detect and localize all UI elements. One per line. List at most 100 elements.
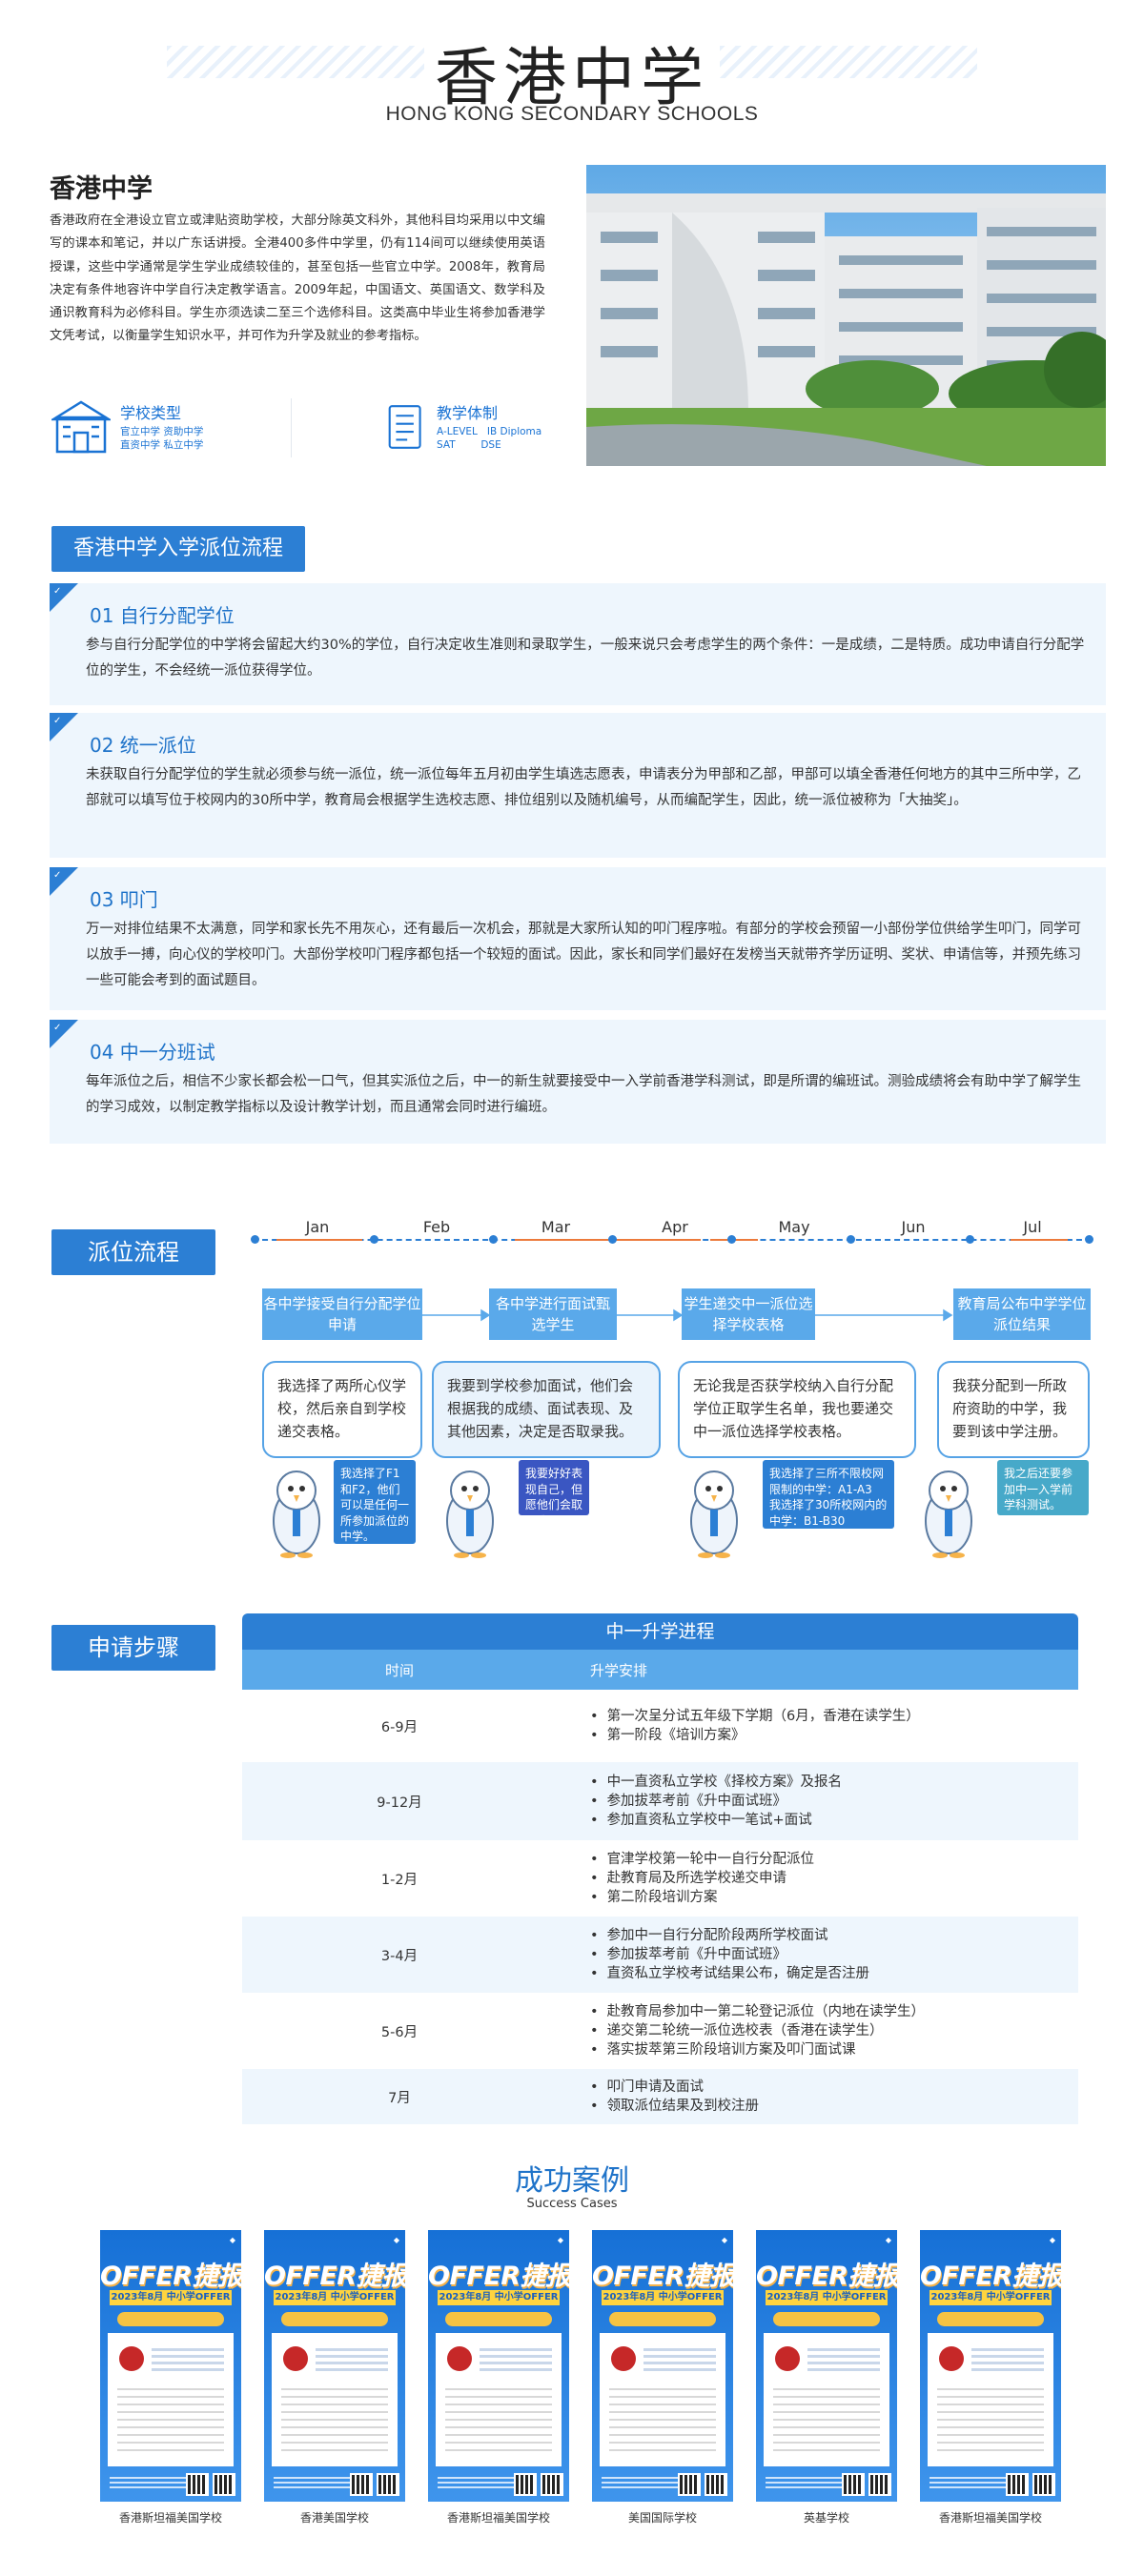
table-row: 5-6月 赴教育局参加中一第二轮登记派位（内地在读学生） 递交第二轮统一派位选校…	[242, 1993, 1078, 2069]
allocation-stage: 各中学进行面试甄选学生	[489, 1288, 617, 1340]
col-plan-header: 升学安排	[590, 1662, 648, 1679]
school-type-values: 官立中学 资助中学 直资中学 私立中学	[120, 426, 204, 451]
poster-school-name: 香港斯坦福美国学校	[446, 2511, 550, 2525]
poster-footer	[766, 2477, 842, 2490]
poster-brand: OFFER捷报	[756, 2262, 897, 2291]
offer-letter	[928, 2333, 1053, 2466]
qr-code-icon	[1032, 2473, 1055, 2496]
table-column-headers: 时间 升学安排	[242, 1650, 1078, 1690]
admission-section-label: 香港中学入学派位流程	[51, 526, 305, 572]
plan-item: 直资私立学校考试结果公布，确定是否注册	[590, 1964, 870, 1983]
col-time-header: 时间	[385, 1662, 415, 1679]
document-list-icon	[388, 405, 421, 449]
corner-marker	[50, 583, 78, 612]
plan-item: 参加中一自行分配阶段两所学校面试	[590, 1926, 869, 1945]
poster-footer	[602, 2477, 678, 2490]
poster-band	[281, 2312, 388, 2326]
corner-marker	[50, 867, 78, 896]
brand-logo-icon: ◆	[557, 2236, 563, 2244]
corner-marker	[50, 713, 78, 741]
letter-heading	[807, 2348, 880, 2371]
row-plan-list: 赴教育局参加中一第二轮登记派位（内地在读学生） 递交第二轮统一派位选校表（香港在…	[590, 2002, 926, 2059]
poster-band	[117, 2312, 224, 2326]
plan-item: 参加直资私立学校中一笔试+面试	[590, 1811, 842, 1830]
speech-bubble: 我要到学校参加面试，他们会根据我的成绩、面试表现、及其他因素，决定是否取录我。	[432, 1361, 661, 1458]
process-step-title: 02 统一派位	[90, 734, 196, 757]
timeline-dot	[489, 1235, 498, 1244]
poster-band	[773, 2312, 880, 2326]
caption-note: 我之后还要参加中一入学前学科测试。	[997, 1460, 1089, 1515]
school-seal-icon	[939, 2346, 964, 2371]
poster-band	[937, 2312, 1044, 2326]
qr-code-icon	[541, 2473, 563, 2496]
poster-school-name: 香港斯坦福美国学校	[118, 2511, 222, 2525]
timeline-month: Mar	[541, 1218, 571, 1236]
poster-band	[445, 2312, 552, 2326]
poster-brand: OFFER捷报	[428, 2262, 569, 2291]
timeline-month: Jul	[1023, 1218, 1042, 1236]
qr-code-icon	[350, 2473, 373, 2496]
process-step-title: 01 自行分配学位	[90, 604, 235, 627]
school-seal-icon	[119, 2346, 144, 2371]
offer-letter	[600, 2333, 725, 2466]
school-seal-icon	[447, 2346, 472, 2371]
check-icon: ✓	[53, 870, 62, 881]
poster-band	[609, 2312, 716, 2326]
timeline-month: Apr	[662, 1218, 688, 1236]
poster-strip: 2023年8月 中小学OFFER	[438, 2290, 560, 2305]
poster-footer	[110, 2477, 186, 2490]
row-time: 3-4月	[380, 1949, 419, 1964]
plan-item: 参加拔萃考前《升中面试班》	[590, 1792, 842, 1811]
header-decoration-left	[167, 46, 424, 78]
poster-strip: 2023年8月 中小学OFFER	[110, 2290, 232, 2305]
process-step-body: 万一对排位结果不太满意，同学和家长先不用灰心，还有最后一次机会，那就是大家所认知…	[86, 922, 1081, 988]
caption-note: 我要好好表现自己，但愿他们会取录我。	[519, 1460, 589, 1528]
mascot-4	[925, 1471, 972, 1558]
process-card-1: ✓ 01 自行分配学位 参与自行分配学位的中学将会留起大约30%的学位，自行决定…	[50, 583, 1106, 705]
poster-school-name: 香港美国学校	[299, 2511, 369, 2525]
row-time: 5-6月	[380, 2025, 419, 2040]
plan-item: 中一直资私立学校《择校方案》及报名	[590, 1773, 843, 1792]
row-time: 9-12月	[377, 1795, 422, 1811]
plan-item: 官津学校第一轮中一自行分配派位	[590, 1850, 815, 1869]
curriculum-values: A-LEVEL IB Diploma SAT DSE	[437, 426, 542, 451]
plan-item: 赴教育局及所选学校递交申请	[590, 1869, 814, 1888]
letter-heading	[480, 2348, 552, 2371]
row-plan-list: 官津学校第一轮中一自行分配派位 赴教育局及所选学校递交申请 第二阶段培训方案	[590, 1850, 815, 1907]
letter-body	[445, 2388, 552, 2457]
school-seal-icon	[283, 2346, 308, 2371]
timeline-dot	[251, 1235, 259, 1244]
allocation-stage: 教育局公布中学学位派位结果	[953, 1288, 1091, 1340]
letter-body	[117, 2388, 224, 2457]
poster-strip: 2023年8月 中小学OFFER	[602, 2290, 724, 2305]
poster-footer	[930, 2477, 1006, 2490]
plan-item: 递交第二轮统一派位选校表（香港在读学生）	[590, 2021, 925, 2040]
timeline-span-2	[515, 1239, 701, 1241]
poster-school-name: 香港斯坦福美国学校	[938, 2511, 1042, 2525]
letter-body	[937, 2388, 1044, 2457]
qr-code-icon	[377, 2473, 399, 2496]
school-type-info: 学校类型 官立中学 资助中学 直资中学 私立中学	[51, 398, 280, 461]
timeline-dot	[1085, 1235, 1093, 1244]
process-step-body: 未获取自行分配学位的学生就必须参与统一派位，统一派位每年五月初由学生填选志愿表，…	[86, 767, 1081, 808]
school-building-illustration	[586, 165, 1106, 466]
letter-heading	[644, 2348, 716, 2371]
qr-code-icon	[842, 2473, 865, 2496]
poster-brand: OFFER捷报	[100, 2262, 241, 2291]
application-section-label: 申请步骤	[51, 1625, 215, 1671]
timeline-month: Jan	[305, 1218, 330, 1236]
table-row: 6-9月 第一次呈分试五年级下学期（6月，香港在读学生） 第一阶段《培训方案》	[242, 1690, 1078, 1762]
poster-school-name: 美国国际学校	[627, 2511, 697, 2525]
mascot-3	[690, 1471, 738, 1558]
letter-body	[773, 2388, 880, 2457]
page-subtitle: HONG KONG SECONDARY SCHOOLS	[385, 103, 759, 125]
brand-logo-icon: ◆	[885, 2236, 891, 2244]
curriculum-label: 教学体制	[437, 404, 499, 422]
page-title: 香港中学	[435, 41, 709, 114]
